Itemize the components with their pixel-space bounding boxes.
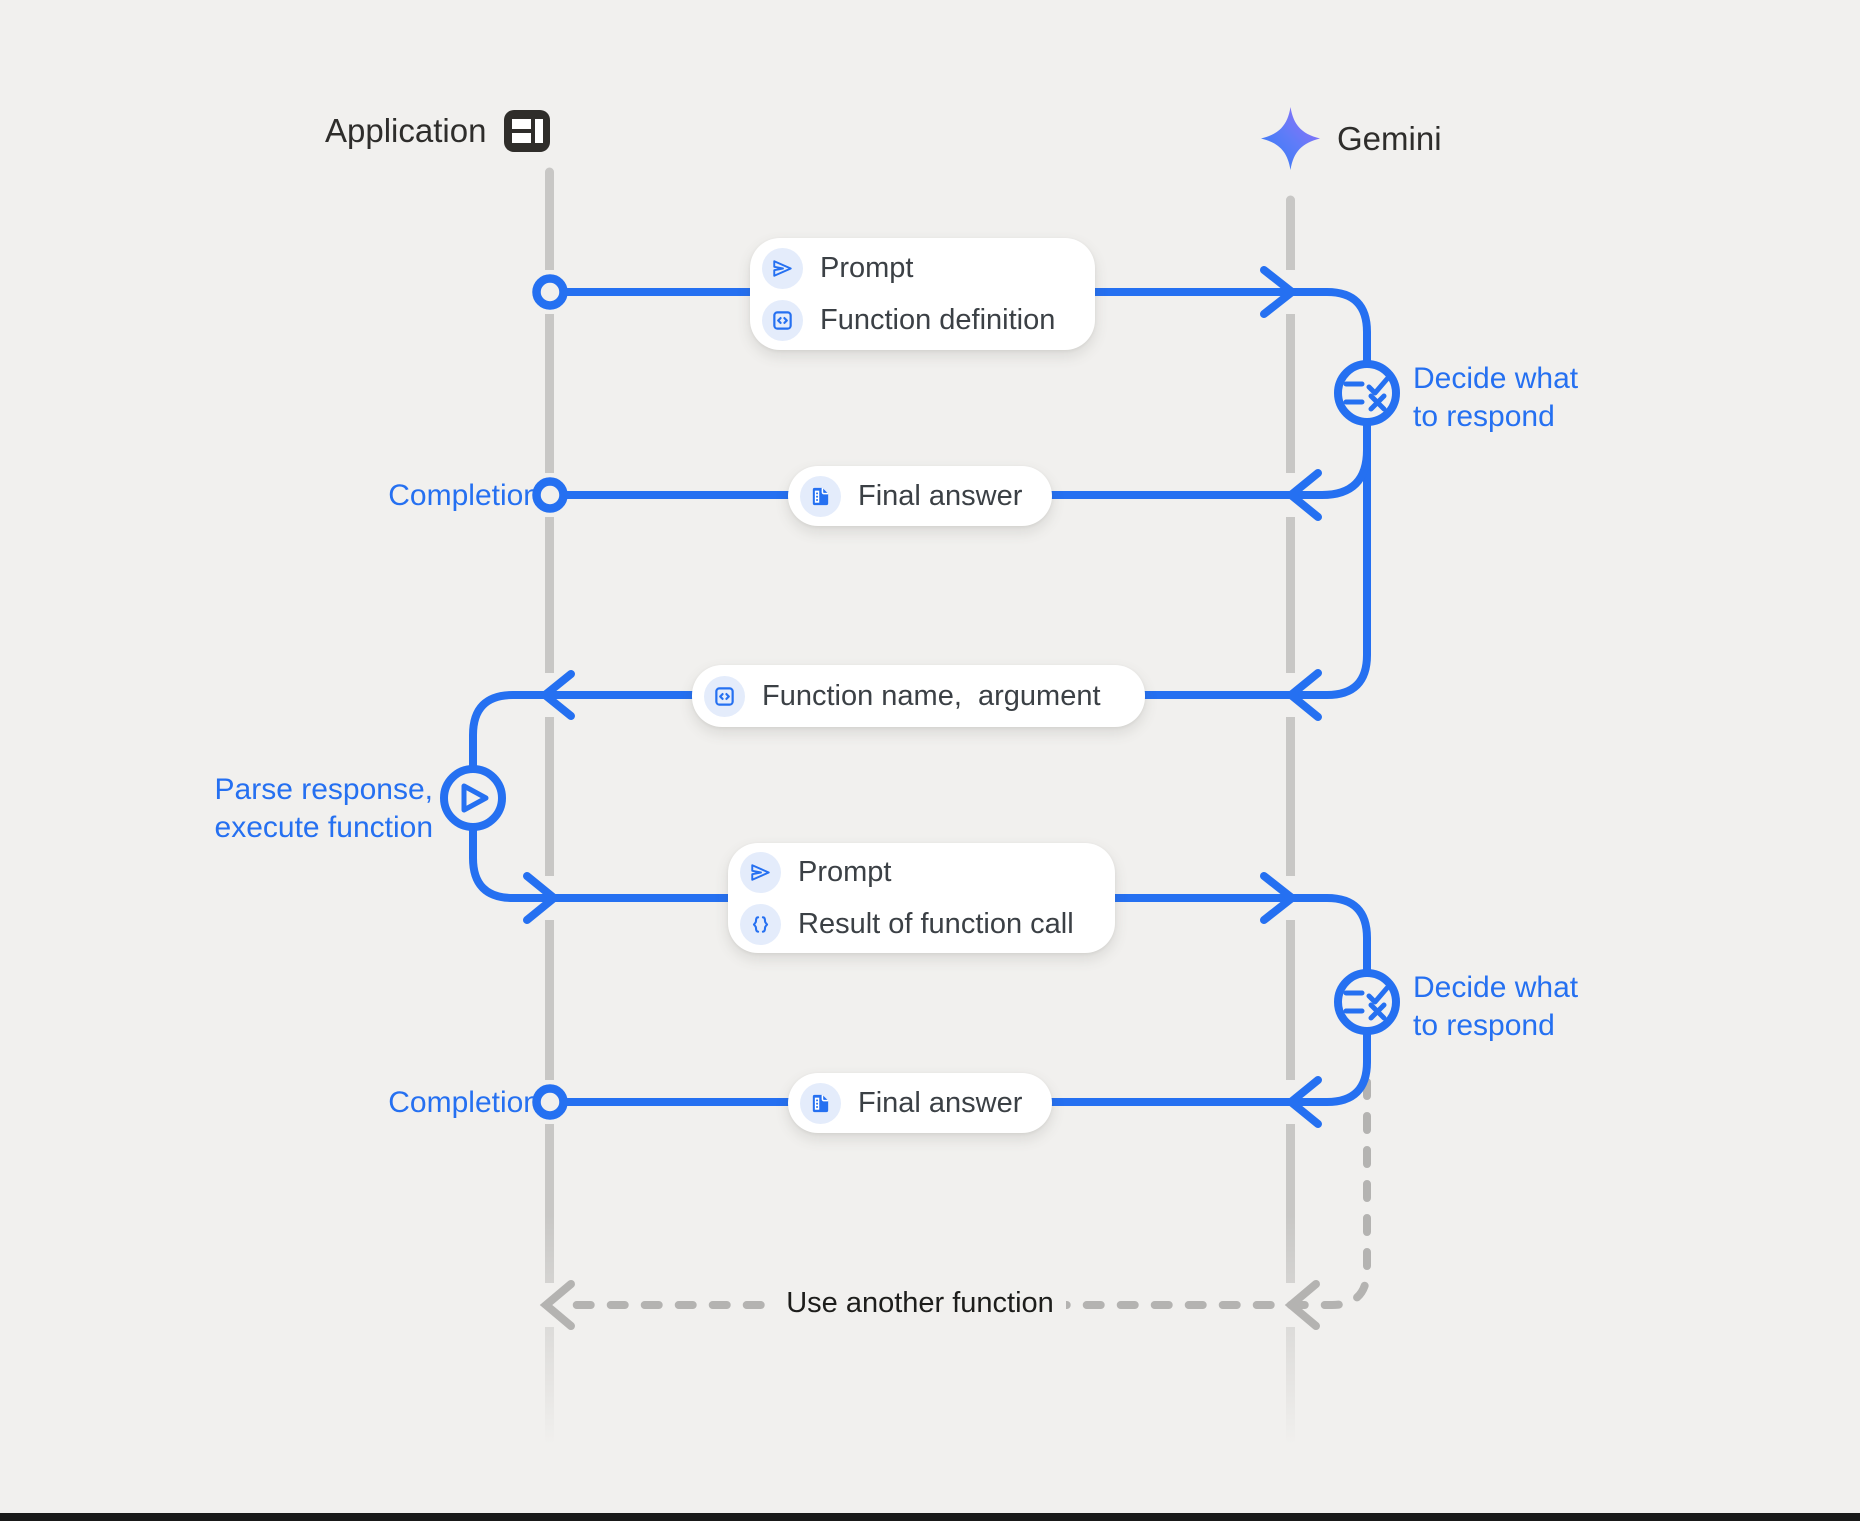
completion-note-1: Completion [388, 479, 540, 512]
ring-prompt-1 [532, 274, 568, 310]
decide-node-1 [1334, 360, 1400, 426]
arrow-right-out-of-application [523, 872, 558, 924]
msg-row: Final answer [800, 1082, 1026, 1124]
path-final-answer-2 [563, 1027, 1371, 1106]
path-final-answer-1 [563, 446, 1371, 499]
document-icon [800, 1082, 841, 1124]
msg-label: Prompt [798, 855, 892, 888]
use-another-function-note: Use another function [660, 1287, 1180, 1320]
msg-label: Final answer [858, 479, 1023, 512]
msg-label: Result of function call [798, 907, 1074, 940]
app-window-icon [504, 110, 551, 152]
msg-row: Result of function call [740, 903, 1089, 945]
decide-node-2 [1334, 969, 1400, 1035]
actor-application-label: Application [325, 112, 487, 149]
document-icon [800, 475, 841, 517]
arrow-right-into-gemini-2 [1260, 872, 1296, 924]
actor-gemini-label: Gemini [1337, 119, 1442, 157]
dashed-arrow-left-gemini [1284, 1280, 1320, 1330]
msg-label: Final answer [858, 1086, 1023, 1119]
completion-note-2: Completion [388, 1086, 540, 1119]
decide-note-2: Decide what to respond [1413, 971, 1579, 1042]
msg-row: Function name, argument [704, 675, 1119, 717]
decision-checklist-icon [1343, 985, 1390, 1021]
msg-label: Prompt [820, 251, 914, 284]
path-prompt-1 [563, 288, 1371, 368]
curly-braces-icon [740, 903, 781, 945]
msg-row: Prompt [762, 247, 1069, 289]
box-final-answer-2: Final answer [788, 1073, 1052, 1133]
arrow-left-into-application [541, 670, 575, 720]
box-final-answer-1: Final answer [788, 466, 1052, 526]
ring-completion-1 [532, 477, 568, 513]
arrow-left-out-of-gemini-1 [1287, 469, 1322, 521]
arrow-right-into-gemini-1 [1260, 266, 1296, 318]
execute-node [440, 765, 506, 831]
msg-row: Function definition [762, 299, 1069, 341]
origin-rings [532, 274, 568, 1120]
arrow-left-out-of-gemini-3 [1287, 1076, 1322, 1128]
box-function-name-argument: Function name, argument [692, 665, 1145, 727]
play-icon [461, 783, 489, 813]
decide-note-1: Decide what to respond [1413, 362, 1579, 433]
msg-label: Function definition [820, 303, 1056, 336]
msg-label: Function name, argument [762, 679, 1101, 712]
box-prompt-function-definition: Prompt Function definition [750, 238, 1095, 350]
box-prompt-function-result: Prompt Result of function call [728, 843, 1115, 953]
use-another-function-loop [539, 1044, 1371, 1330]
gemini-spark-icon [1261, 107, 1320, 170]
msg-row: Final answer [800, 475, 1026, 517]
arrow-left-out-of-gemini-2 [1287, 669, 1322, 721]
send-icon [740, 851, 781, 893]
actor-gemini: Gemini [1261, 107, 1442, 170]
send-icon [762, 247, 803, 289]
actor-application: Application [325, 103, 551, 159]
ring-completion-2 [532, 1084, 568, 1120]
crossing-halos [500, 270, 1316, 1327]
msg-row: Prompt [740, 851, 1089, 893]
code-brackets-icon [704, 675, 745, 717]
parse-execute-note: Parse response, execute function [214, 773, 433, 844]
dashed-arrow-left-application [539, 1280, 575, 1330]
bottom-border [0, 1513, 1860, 1521]
decision-checklist-icon [1343, 376, 1390, 412]
code-brackets-icon [762, 299, 803, 341]
